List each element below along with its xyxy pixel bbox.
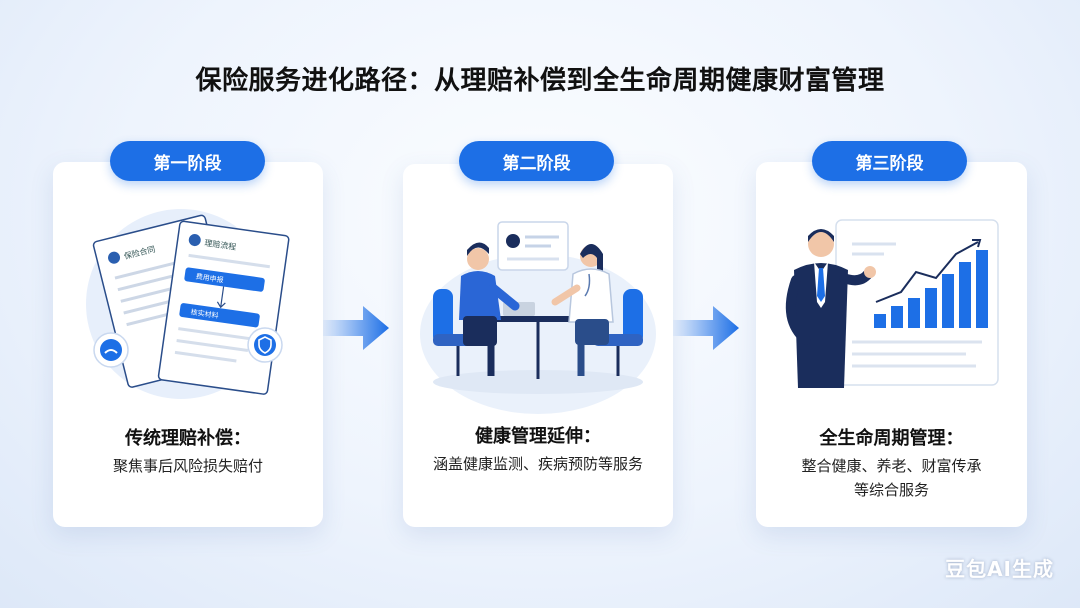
- doctor-consultation-illustration: [420, 221, 656, 414]
- stage-3-description: 整合健康、养老、财富传承等综合服务: [801, 457, 982, 499]
- arrow-right-icon: [323, 306, 389, 350]
- stage-2-heading: 健康管理延伸：: [475, 426, 601, 447]
- stage-card-3: 全生命周期管理： 整合健康、养老、财富传承等综合服务: [756, 162, 1027, 527]
- stage-2-badge: 第二阶段: [459, 141, 614, 181]
- stage-1-badge: 第一阶段: [110, 141, 265, 181]
- doc-flow-step-1: 费用申报: [195, 272, 224, 285]
- doc-front-title: 理赔流程: [204, 237, 237, 251]
- business-growth-illustration: [785, 219, 999, 388]
- claim-documents-illustration: 保险合同 理赔流程 费用申报 核实材料: [86, 209, 290, 399]
- stage-card-2: 健康管理延伸： 涵盖健康监测、疾病预防等服务: [403, 164, 673, 527]
- arrow-right-icon: [673, 306, 739, 350]
- doc-flow-step-2: 核实材料: [190, 307, 219, 320]
- stage-3-badge: 第三阶段: [812, 141, 967, 181]
- stage-2-description: 涵盖健康监测、疾病预防等服务: [432, 455, 643, 473]
- page-title: 保险服务进化路径：从理赔补偿到全生命周期健康财富管理: [195, 66, 885, 96]
- stage-1-heading: 传统理赔补偿：: [125, 428, 251, 449]
- stage-card-1: 保险合同 理赔流程 费用申报 核实材料: [53, 162, 323, 527]
- watermark: 豆包AI生成: [945, 557, 1054, 581]
- stage-1-description: 聚焦事后风险损失赔付: [112, 457, 263, 475]
- stage-3-heading: 全生命周期管理：: [819, 428, 964, 449]
